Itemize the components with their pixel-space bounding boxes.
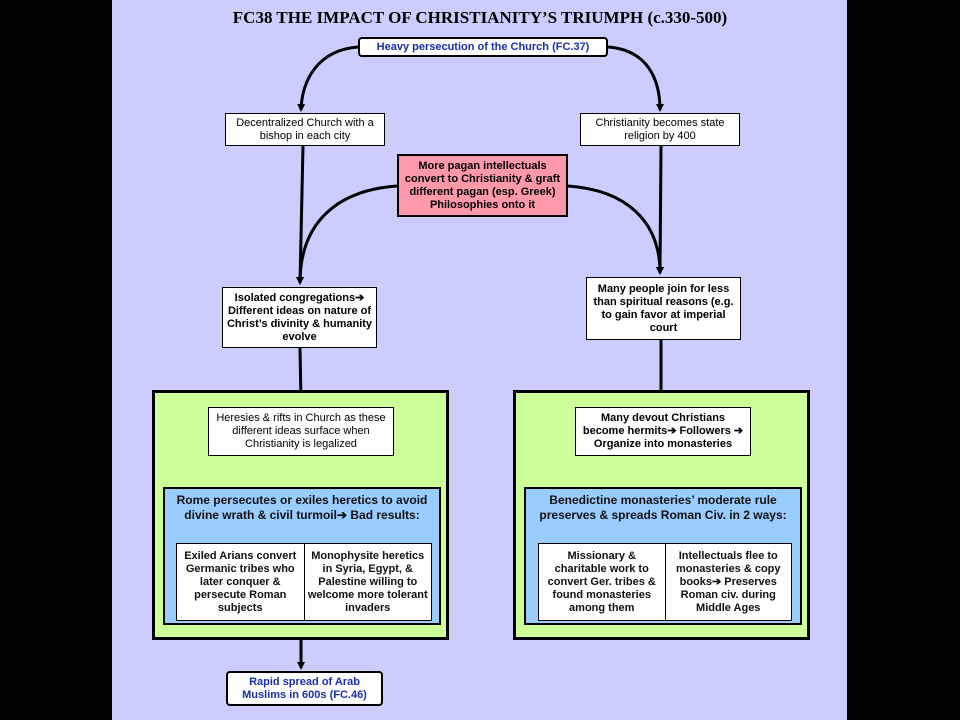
arrow-pagan-to-isolated: [296, 184, 398, 285]
decentralized-church-box: Decentralized Church with a bishop in ea…: [225, 113, 385, 146]
arrow-top-to-decentralized: [297, 45, 359, 112]
missionary-text: Missionary & charitable work to convert …: [547, 549, 656, 614]
arrow-pagan-to-many-join: [567, 184, 664, 275]
bad-results-pair: Exiled Arians convert Germanic tribes wh…: [176, 543, 432, 621]
exiled-arians-text: Exiled Arians convert Germanic tribes wh…: [184, 549, 297, 614]
persecution-box: Heavy persecution of the Church (FC.37): [358, 37, 608, 57]
many-join-box: Many people join for less than spiritual…: [586, 277, 741, 340]
state-religion-box: Christianity becomes state religion by 4…: [580, 113, 740, 146]
page-title: FC38 THE IMPACT OF CHRISTIANITY’S TRIUMP…: [232, 8, 728, 27]
benedictine-text: Benedictine monasteries’ moderate rule p…: [539, 493, 787, 522]
rome-persecutes-text: Rome persecutes or exiles heretics to av…: [176, 493, 428, 522]
arrow-top-to-state: [607, 45, 664, 112]
pagan-intellectuals-box: More pagan intellectuals convert to Chri…: [397, 154, 568, 217]
arab-muslims-box: Rapid spread of Arab Muslims in 600s (FC…: [226, 671, 383, 706]
intellectuals-flee-text: Intellectuals flee to monasteries & copy…: [664, 544, 792, 620]
benedictine-panel: Benedictine monasteries’ moderate rule p…: [524, 487, 802, 625]
heresies-box: Heresies & rifts in Church as these diff…: [208, 407, 394, 456]
arrow-state-to-many-join: [656, 145, 665, 275]
hermits-box: Many devout Christians become hermits➔ F…: [575, 407, 751, 456]
isolated-congregations-box: Isolated congregations➔ Different ideas …: [222, 287, 377, 348]
rome-persecutes-panel: Rome persecutes or exiles heretics to av…: [163, 487, 441, 625]
two-ways-pair: Missionary & charitable work to convert …: [538, 543, 792, 621]
monophysite-text: Monophysite heretics in Syria, Egypt, & …: [303, 544, 432, 620]
